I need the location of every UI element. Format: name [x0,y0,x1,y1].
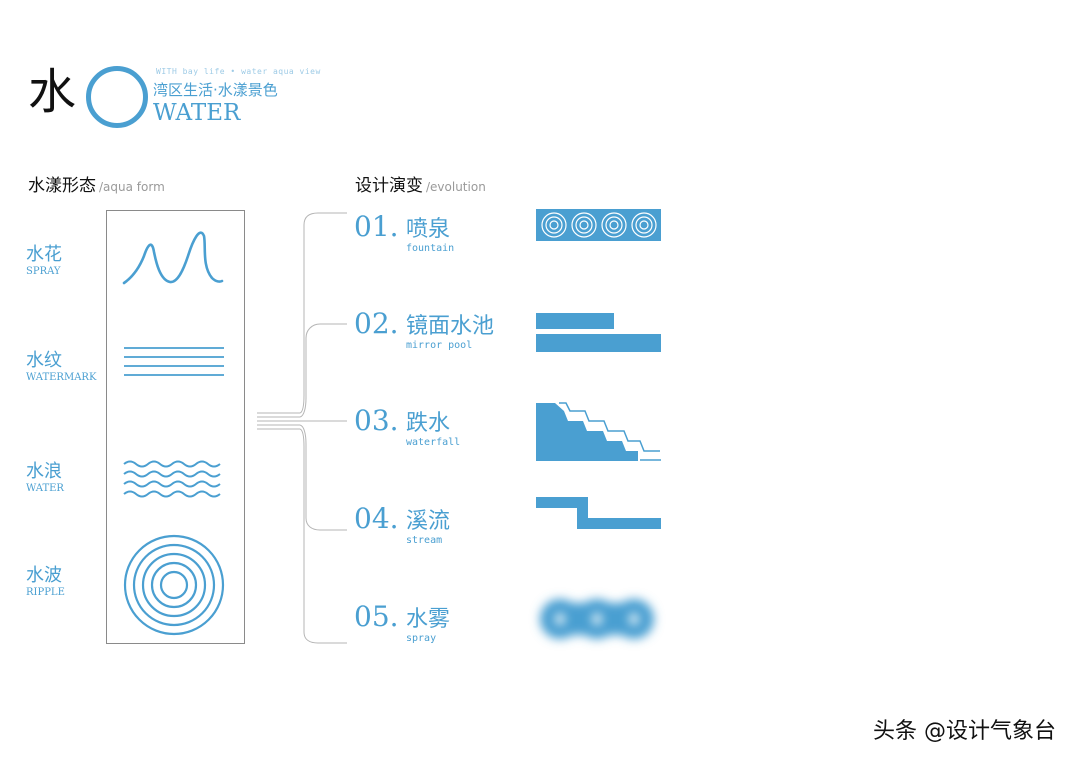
header-char: 水 [28,64,77,120]
fountain-icon [536,209,661,241]
connector-lines [257,212,347,644]
stream-icon [536,497,661,529]
form-item-en: SPRAY [26,266,61,277]
evolution-item-en: stream [406,535,443,546]
watermark-lines-icon [124,347,224,376]
evolution-item-num: 01. [354,210,399,243]
evolution-item-en: mirror pool [406,340,473,351]
mirror-pool-icon [536,313,661,352]
header-title-en: WATER [153,100,241,126]
evolution-item-waterfall: 03. 跌水 waterfall [354,404,460,448]
form-item-en: WATER [26,483,64,494]
evolution-item-num: 05. [354,600,399,633]
evolution-item-en: waterfall [406,437,461,448]
evolution-item-cn: 水雾 [406,607,451,632]
aqua-form-title: 水漾形态 [28,176,96,196]
evolution-item-cn: 溪流 [406,509,451,534]
form-item-cn: 水纹 [26,350,62,371]
evolution-subtitle: /evolution [426,180,486,194]
evolution-item-fountain: 01. 喷泉 fountain [354,210,454,254]
evolution-heading: 设计演变/evolution [355,171,486,196]
evolution-item-en: spray [406,633,437,644]
evolution-item-cn: 喷泉 [406,217,451,242]
form-item-cn: 水波 [26,565,62,586]
form-item-ripple: 水波 RIPPLE [26,561,65,598]
evolution-title: 设计演变 [355,176,423,196]
form-item-water: 水浪 WATER [26,457,64,494]
aqua-form-subtitle: /aqua form [99,180,165,194]
form-item-cn: 水浪 [26,461,62,482]
evolution-item-num: 03. [354,404,399,437]
form-item-spray: 水花 SPRAY [26,240,62,277]
form-item-en: RIPPLE [26,587,65,598]
form-item-watermark: 水纹 WATERMARK [26,346,96,383]
ripple-circles-icon [123,534,225,636]
aqua-form-heading: 水漾形态/aqua form [28,171,165,196]
evolution-item-num: 04. [354,502,399,535]
header-tagline-cn: 湾区生活·水漾景色 [153,81,278,99]
source-watermark: 头条 @设计气象台 [873,719,1056,744]
mist-icon [540,599,654,639]
waterfall-steps-icon [536,402,661,461]
water-ring-icon [86,66,148,128]
evolution-item-cn: 镜面水池 [406,314,495,339]
header-tagline-en: WITH bay life • water aqua view [156,67,321,76]
evolution-item-num: 02. [354,307,399,340]
evolution-item-mirror-pool: 02. 镜面水池 mirror pool [354,307,494,351]
form-item-en: WATERMARK [26,372,97,383]
aqua-form-panel [106,210,245,644]
evolution-item-spray: 05. 水雾 spray [354,600,450,644]
form-item-cn: 水花 [26,244,62,265]
evolution-item-cn: 跌水 [406,411,451,436]
wavy-lines-icon [123,460,221,498]
evolution-item-stream: 04. 溪流 stream [354,502,450,546]
spray-wave-icon [122,231,224,285]
evolution-item-en: fountain [406,243,455,254]
